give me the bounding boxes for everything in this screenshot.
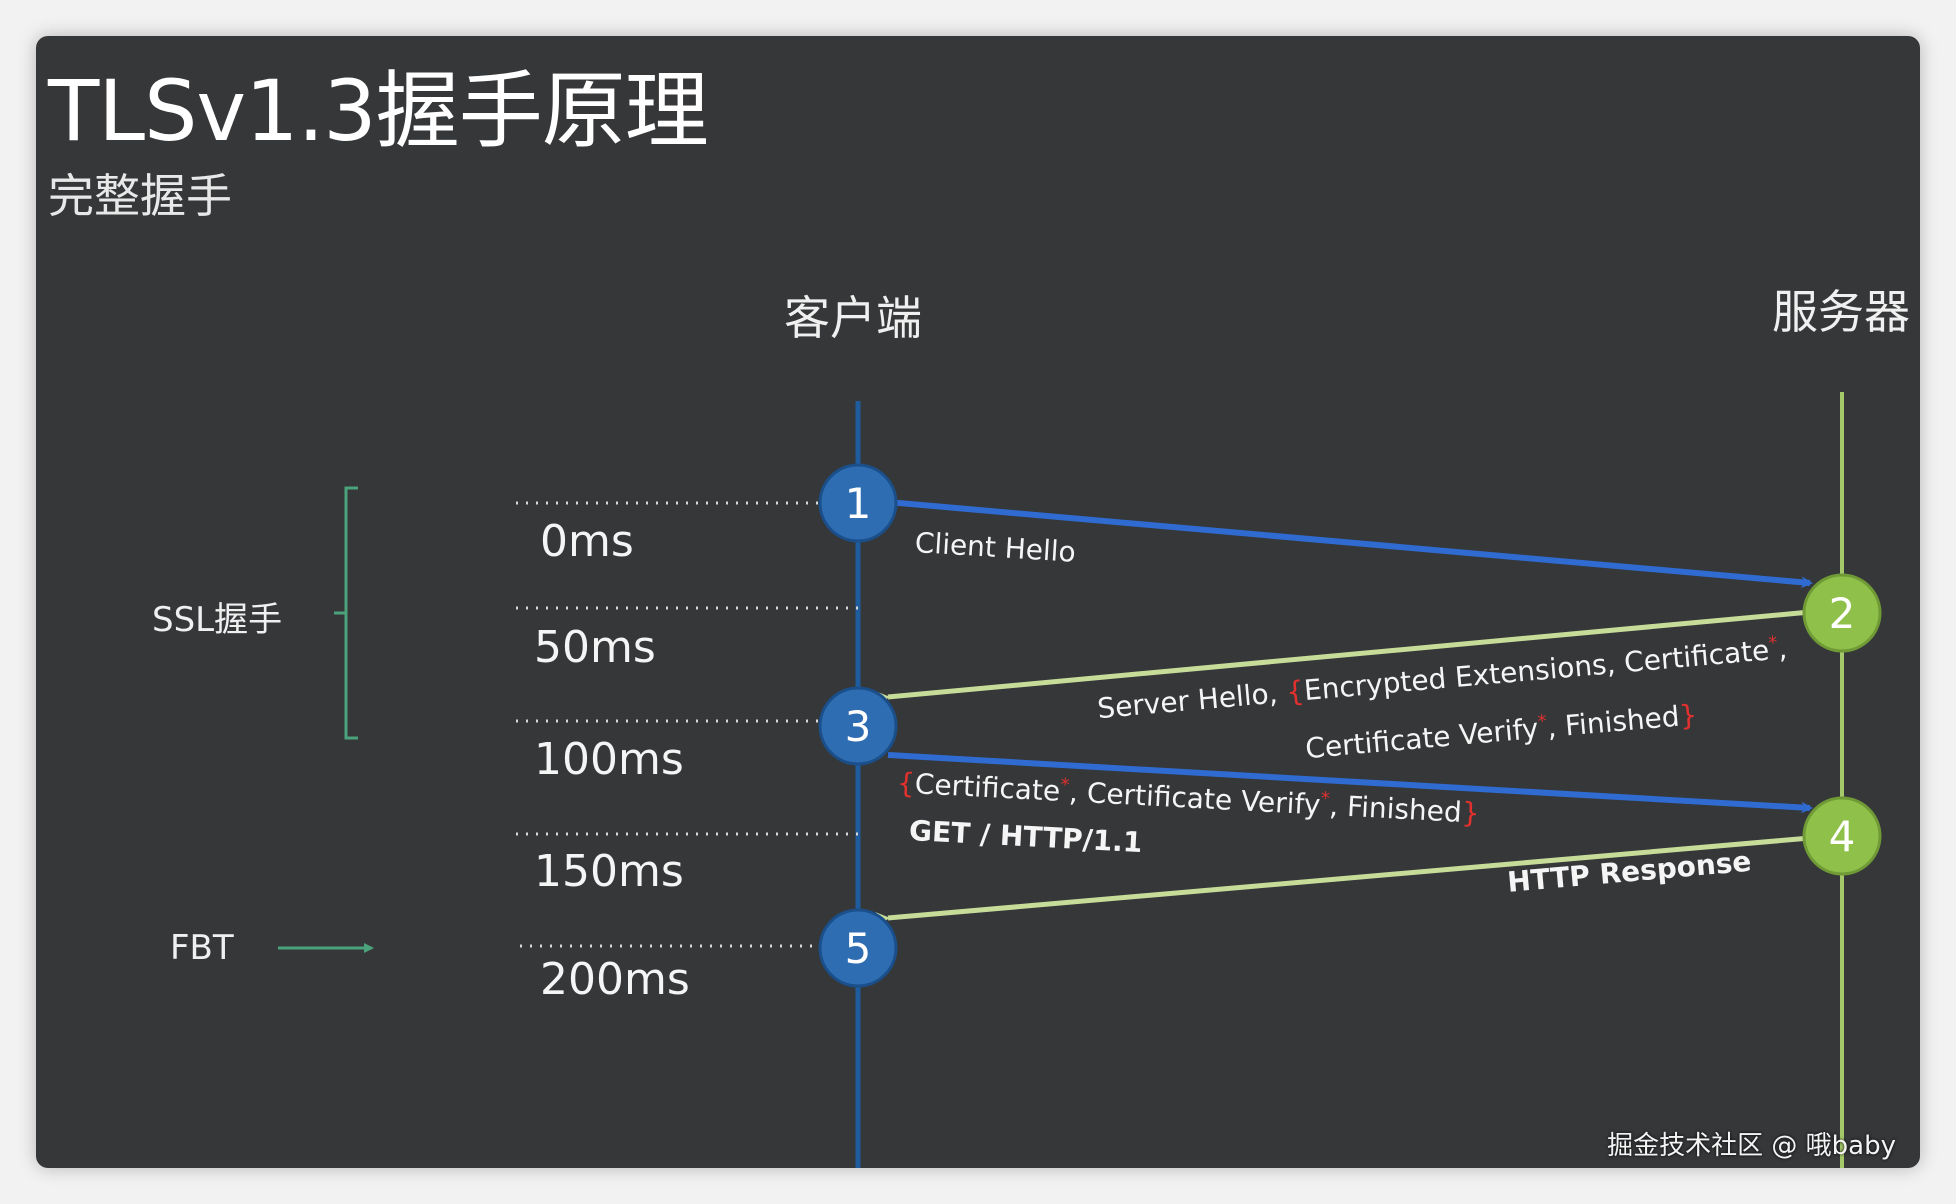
node-5-label: 5 xyxy=(845,924,872,973)
time-label-0: 0ms xyxy=(540,516,634,567)
client-label: 客户端 xyxy=(784,291,922,345)
time-label-100: 100ms xyxy=(534,734,684,785)
time-label-200: 200ms xyxy=(540,954,690,1005)
arrow-http-response xyxy=(875,835,1811,927)
ssl-bracket xyxy=(334,486,358,740)
node-1-label: 1 xyxy=(845,479,872,528)
node-3: 3 xyxy=(818,686,898,766)
page-title: TLSv1.3握手原理 xyxy=(48,62,709,160)
server-label: 服务器 xyxy=(1772,285,1910,339)
time-label-150: 150ms xyxy=(534,846,684,897)
node-4: 4 xyxy=(1802,796,1882,876)
fbt-label: FBT xyxy=(170,928,234,968)
page-subtitle: 完整握手 xyxy=(48,169,232,223)
node-2-label: 2 xyxy=(1829,589,1856,638)
slide: TLSv1.3握手原理 完整握手 xyxy=(36,36,1920,1168)
ssl-handshake-label: SSL握手 xyxy=(152,600,283,640)
arrow-server-hello xyxy=(875,609,1811,706)
node-5: 5 xyxy=(818,908,898,988)
handshake-diagram: 1 2 3 4 5 xyxy=(278,392,1882,1168)
node-1: 1 xyxy=(818,463,898,543)
node-4-label: 4 xyxy=(1829,812,1856,861)
node-2: 2 xyxy=(1802,573,1882,653)
node-3-label: 3 xyxy=(845,702,872,751)
time-label-50: 50ms xyxy=(534,622,656,673)
brace-close-icon: } xyxy=(1460,795,1481,830)
arrow-client-finished xyxy=(887,752,1813,814)
finished-text: , Finished xyxy=(1328,788,1463,829)
arrow-client-hello xyxy=(887,499,1813,589)
watermark: 掘金技术社区 @ 哦baby xyxy=(1607,1131,1896,1161)
brace-close-icon: } xyxy=(1677,698,1699,733)
brace-open-icon: { xyxy=(896,766,916,801)
